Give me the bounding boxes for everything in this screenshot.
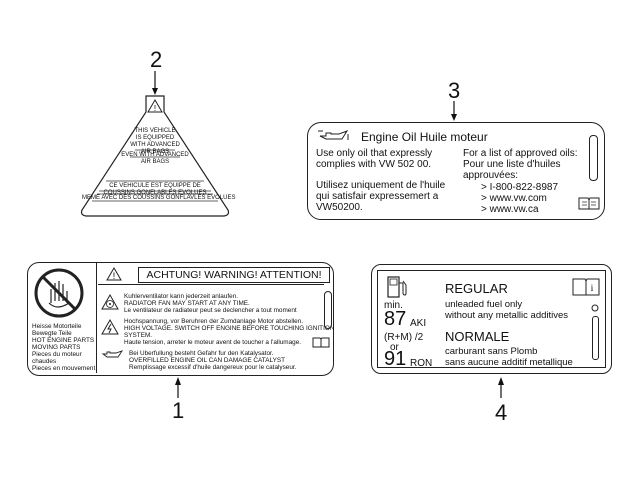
- oil-can-icon-small: [101, 350, 124, 358]
- label-4-normale-text: carburant sans Plomb sans aucune additif…: [445, 346, 573, 368]
- label-1-voltage-text: Hochspannung, vor Beruhren der Zumdanlag…: [124, 318, 335, 346]
- label-4-fuel-inner: [377, 270, 606, 368]
- label-3-title: Engine Oil Huile moteur: [361, 130, 488, 144]
- label-2-text-fr-2: MEME AVEC DES COUSSINS GONFLAVLES EVOLUE…: [82, 195, 236, 201]
- label-4-regular-text: unleaded fuel only without any metallic …: [445, 299, 569, 321]
- label-1-divider: [96, 263, 97, 373]
- label-3-slot: [589, 135, 598, 181]
- label-1-oil-text: Bei Uberfullung besteht Gefahr fur den K…: [129, 350, 297, 371]
- label-4-hole: [591, 304, 599, 312]
- label-3-en-text: Use only oil that expressly complies wit…: [316, 148, 433, 170]
- book-icon: [312, 337, 330, 348]
- label-4-fuel-outer: min. 87 AKI (R+M) /2 or 91 RON REGULAR u…: [371, 264, 612, 374]
- warning-triangle-icon: !: [106, 267, 122, 281]
- label-1-header: ACHTUNG! WARNING! ATTENTION!: [138, 267, 330, 283]
- label-4-or: or: [390, 342, 399, 353]
- label-4-slot: [592, 316, 599, 360]
- label-1-warning: Heisse Motorteile Bewegte Teile HOT ENGI…: [27, 262, 334, 376]
- label-4-ron-number: 91: [384, 348, 407, 370]
- label-3-contacts: > I-800-822-8987 > www.vw.com > www.vw.c…: [481, 182, 559, 215]
- label-4-rm: (R+M) /2: [384, 332, 424, 343]
- no-touch-hand-icon: [34, 268, 84, 318]
- label-3-fr-text: Utilisez uniquement de l'huile qui satis…: [316, 180, 446, 213]
- book-icon: [578, 197, 600, 210]
- label-1-fan-text: Kuhlerventilator kann jederzeit anlaufen…: [124, 293, 297, 314]
- label-4-min: min.: [384, 300, 403, 311]
- label-3-engine-oil: Engine Oil Huile moteur Use only oil tha…: [307, 122, 605, 220]
- callout-number-2: 2: [150, 47, 163, 72]
- high-voltage-icon: [101, 319, 119, 335]
- svg-text:!: !: [154, 104, 156, 113]
- label-1-left-text: Heisse Motorteile Bewegte Teile HOT ENGI…: [32, 323, 96, 372]
- fan-icon: [101, 294, 119, 310]
- label-1-header-rule: [98, 284, 324, 285]
- label-2-text-en: THIS VEHICLE IS EQUIPPED WITH ADVANCED A…: [130, 128, 180, 155]
- fuel-pump-icon: [387, 276, 407, 298]
- label-4-regular: REGULAR: [445, 281, 508, 296]
- svg-text:!: !: [113, 271, 116, 281]
- label-2-text-fr: CE VEHICULE EST EQUIPPE DE COUSSINS GONF…: [103, 183, 207, 196]
- label-4-aki-number: 87: [384, 308, 407, 330]
- label-4-ron: RON: [410, 358, 433, 369]
- label-3-list-heading: For a list of approved oils: Pour une li…: [463, 148, 578, 181]
- label-4-normale: NORMALE: [445, 329, 510, 344]
- callout-number-4: 4: [495, 400, 508, 425]
- book-info-icon: i: [572, 278, 600, 296]
- oil-can-icon: [318, 130, 349, 140]
- label-4-aki: AKI: [410, 318, 427, 329]
- callout-number-3: 3: [448, 78, 461, 103]
- callout-number-1: 1: [172, 398, 185, 423]
- svg-text:i: i: [591, 283, 594, 293]
- label-2-text-en-2: EVEN WITH ADVANCED AIR BAGS: [121, 152, 189, 165]
- label-1-slot: [324, 291, 332, 329]
